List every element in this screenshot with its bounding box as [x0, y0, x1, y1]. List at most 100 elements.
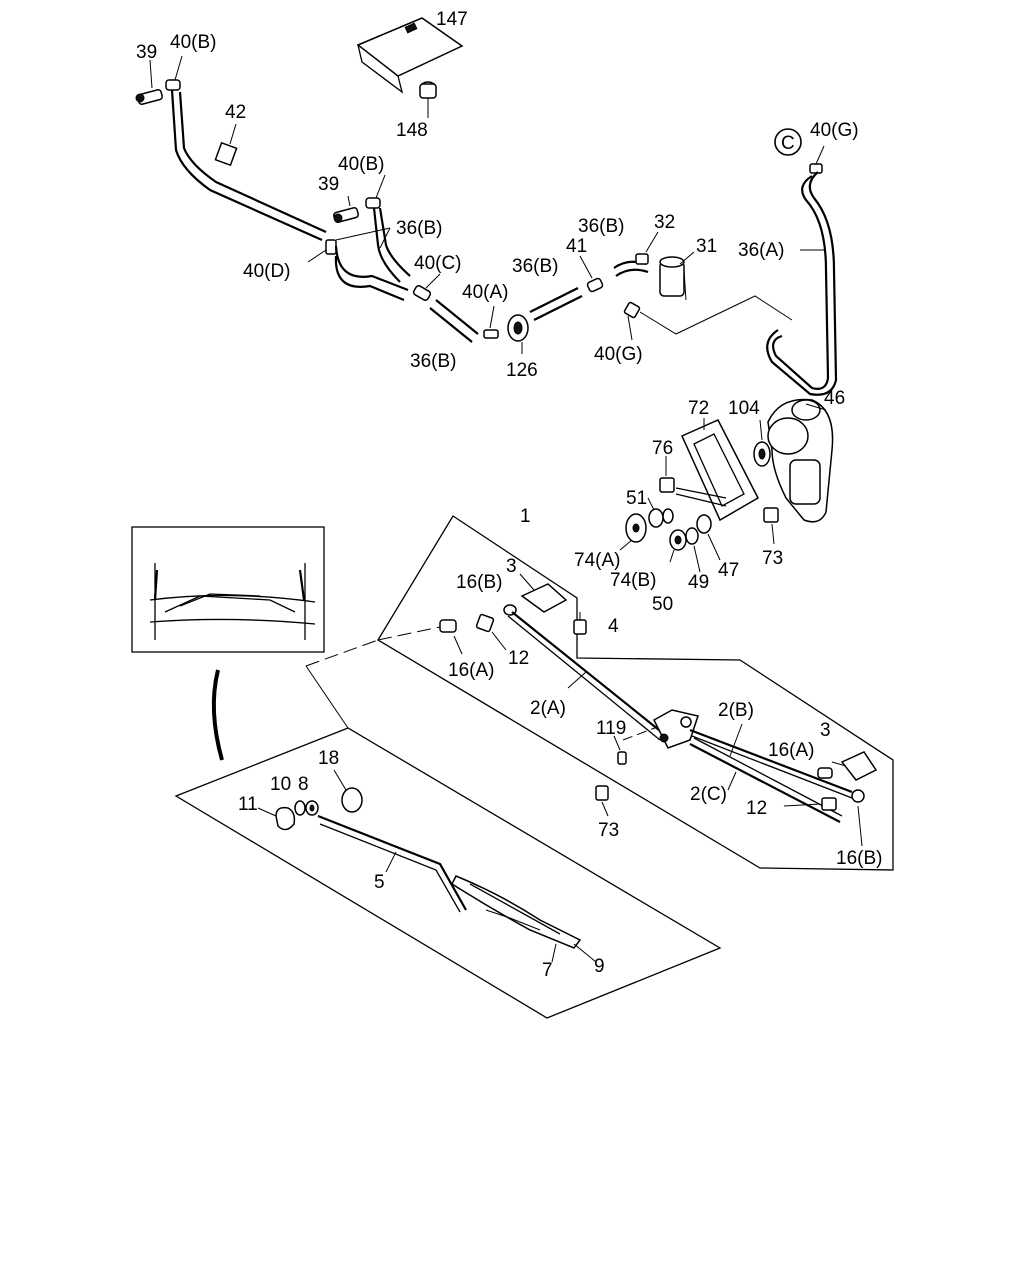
wiper-motor-46	[767, 398, 834, 523]
connector-40b-middle	[365, 174, 386, 209]
label-73-upper: 73	[762, 548, 783, 569]
label-73-lower: 73	[598, 820, 619, 841]
label-40g-upper: 40(G)	[810, 120, 859, 141]
connector-40b-upper	[165, 55, 183, 91]
pin-119	[613, 735, 627, 765]
label-47: 47	[718, 560, 739, 581]
part-number-labels: 147 148 39 40(B) 42 40(B) 39 36(B) 40(D)…	[136, 9, 882, 981]
nut-50	[669, 529, 687, 563]
clip-12-left	[475, 613, 507, 651]
wiper-motor-assembly	[619, 398, 834, 573]
connector-40g-upper	[809, 145, 825, 174]
label-10: 10	[270, 774, 291, 795]
connector-40a	[483, 305, 499, 339]
label-40d: 40(D)	[243, 261, 291, 282]
label-8: 8	[298, 774, 309, 795]
clip-12-right	[783, 797, 837, 811]
label-46: 46	[824, 388, 845, 409]
bushing-47	[696, 514, 721, 561]
cap-32	[635, 231, 659, 265]
wiper-blade-7	[451, 875, 597, 963]
bushing-16a-right	[817, 767, 833, 779]
bolt-73-upper	[763, 507, 779, 545]
label-40g-lower: 40(G)	[594, 344, 643, 365]
washer-pump-31	[659, 251, 695, 301]
label-104: 104	[728, 398, 760, 419]
grommet-148	[419, 81, 437, 118]
washer-hose-assembly: C	[135, 17, 838, 396]
label-12-right: 12	[746, 798, 767, 819]
label-16b-right: 16(B)	[836, 848, 882, 869]
seal-104	[753, 419, 771, 467]
connector-41	[579, 255, 604, 293]
check-valve-126	[507, 314, 529, 354]
label-12-left: 12	[508, 648, 529, 669]
bushing-16b-right	[851, 789, 865, 847]
label-40b-upper: 40(B)	[170, 32, 216, 53]
pivot-3-right	[831, 751, 878, 781]
label-39-upper: 39	[136, 42, 157, 63]
label-18: 18	[318, 748, 339, 769]
label-50: 50	[652, 594, 673, 615]
label-148: 148	[396, 120, 428, 141]
label-2c: 2(C)	[690, 784, 727, 805]
nut-cap-11	[257, 806, 296, 831]
label-39-middle: 39	[318, 174, 339, 195]
nut-8	[305, 800, 319, 816]
wiper-arm-5	[317, 814, 467, 913]
wiper-arm-blade-assembly	[257, 769, 597, 963]
label-36b-middle: 36(B)	[512, 256, 558, 277]
label-32: 32	[654, 212, 675, 233]
svg-text:C: C	[781, 133, 795, 154]
label-31: 31	[696, 236, 717, 257]
label-36b-bottom: 36(B)	[410, 351, 456, 372]
label-147: 147	[436, 9, 468, 30]
label-3-right: 3	[820, 720, 831, 741]
label-9: 9	[594, 956, 605, 977]
label-3-upper: 3	[506, 556, 517, 577]
label-2b: 2(B)	[718, 700, 754, 721]
label-1: 1	[520, 506, 531, 527]
washer-10	[294, 800, 306, 816]
label-40a: 40(A)	[462, 282, 508, 303]
label-7: 7	[542, 960, 553, 981]
label-42: 42	[225, 102, 246, 123]
label-36a: 36(A)	[738, 240, 784, 261]
callout-marker-c: C	[774, 128, 802, 156]
bolt-4	[573, 612, 587, 635]
label-51: 51	[626, 488, 647, 509]
label-74b: 74(B)	[610, 570, 656, 591]
label-16a-left: 16(A)	[448, 660, 494, 681]
nozzle-39-middle	[333, 195, 359, 224]
label-36b-right: 36(B)	[578, 216, 624, 237]
label-40c: 40(C)	[414, 253, 462, 274]
disk-74a	[619, 513, 647, 551]
label-72: 72	[688, 398, 709, 419]
washer-49	[685, 527, 701, 573]
bolt-73-lower	[595, 785, 609, 817]
pivot-3-upper	[519, 573, 568, 613]
label-5: 5	[374, 872, 385, 893]
bolt-76	[659, 456, 675, 493]
nozzle-39-upper	[135, 59, 163, 106]
label-40b-middle: 40(B)	[338, 154, 384, 175]
label-76: 76	[652, 438, 673, 459]
label-41: 41	[566, 236, 587, 257]
label-16b-upper: 16(B)	[456, 572, 502, 593]
connector-40g-lower	[623, 301, 641, 341]
connector-40c	[412, 273, 441, 301]
label-36b-left: 36(B)	[396, 218, 442, 239]
group-frames	[174, 515, 894, 1019]
label-11: 11	[238, 794, 258, 815]
pivot-cap-18	[333, 769, 363, 813]
clip-42	[214, 123, 238, 167]
washer-51	[647, 497, 674, 528]
label-119: 119	[596, 718, 626, 739]
motor-bracket-72	[675, 418, 759, 522]
label-2a: 2(A)	[530, 698, 566, 719]
link-crank	[653, 709, 699, 749]
label-16a-right: 16(A)	[768, 740, 814, 761]
vehicle-location-inset	[131, 526, 325, 761]
label-4: 4	[608, 616, 619, 637]
